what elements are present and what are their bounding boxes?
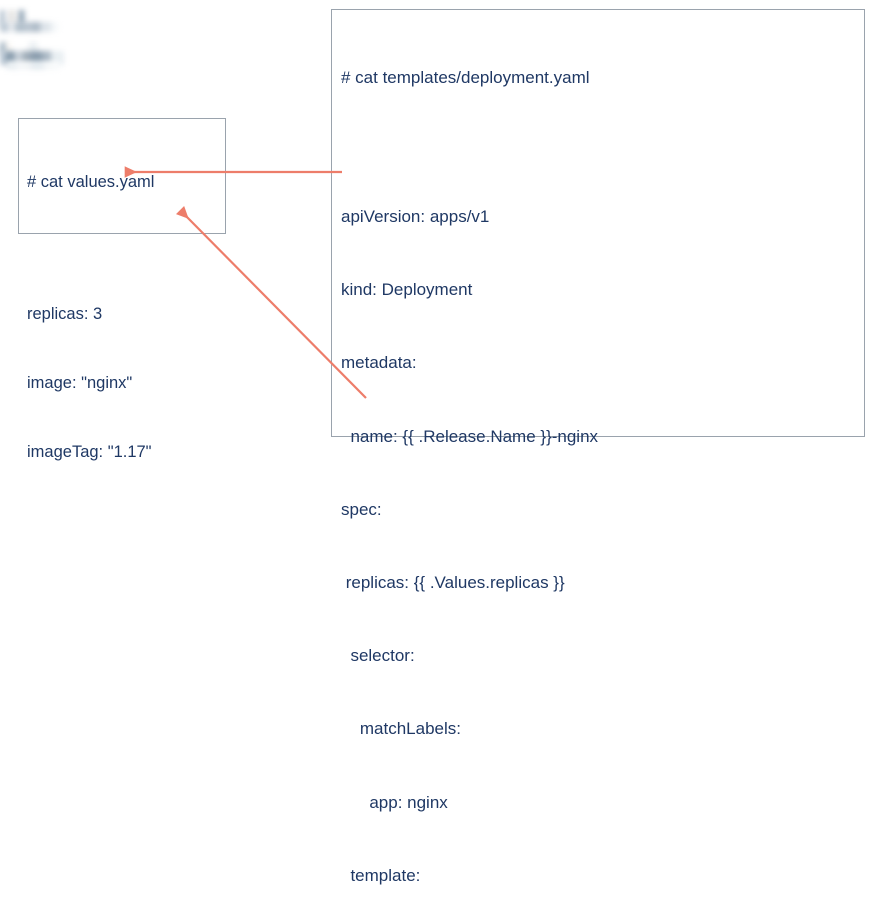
blurred-text-line bbox=[0, 10, 52, 25]
code-line: selector: bbox=[341, 646, 415, 666]
code-line-blank bbox=[27, 240, 225, 257]
code-line: kind: Deployment bbox=[341, 280, 473, 300]
code-line: name: {{ .Release.Name }}-nginx bbox=[341, 426, 599, 446]
blurred-text-line bbox=[0, 22, 58, 32]
blurred-text-line bbox=[6, 61, 60, 70]
code-line: app: nginx bbox=[341, 792, 448, 812]
code-line: # cat templates/deployment.yaml bbox=[341, 67, 590, 87]
values-yaml-code-box: # cat values.yaml replicas: 3 image: "ng… bbox=[18, 118, 226, 461]
deployment-yaml-code-box: # cat templates/deployment.yaml apiVersi… bbox=[331, 9, 865, 885]
code-line: matchLabels: bbox=[341, 719, 462, 739]
code-line-blank bbox=[341, 139, 864, 156]
code-line: image: "nginx" bbox=[27, 373, 133, 392]
code-line: template: bbox=[341, 865, 421, 885]
code-line-replicas: replicas: {{ .Values.replicas }} bbox=[341, 572, 565, 592]
code-line: # cat values.yaml bbox=[27, 173, 155, 191]
code-line: imageTag: "1.17" bbox=[27, 442, 152, 461]
code-line: replicas: 3 bbox=[27, 304, 103, 323]
code-line: apiVersion: apps/v1 bbox=[341, 206, 490, 226]
code-line: spec: bbox=[341, 499, 382, 519]
code-line: metadata: bbox=[341, 353, 417, 373]
blurred-text-block bbox=[0, 8, 78, 70]
